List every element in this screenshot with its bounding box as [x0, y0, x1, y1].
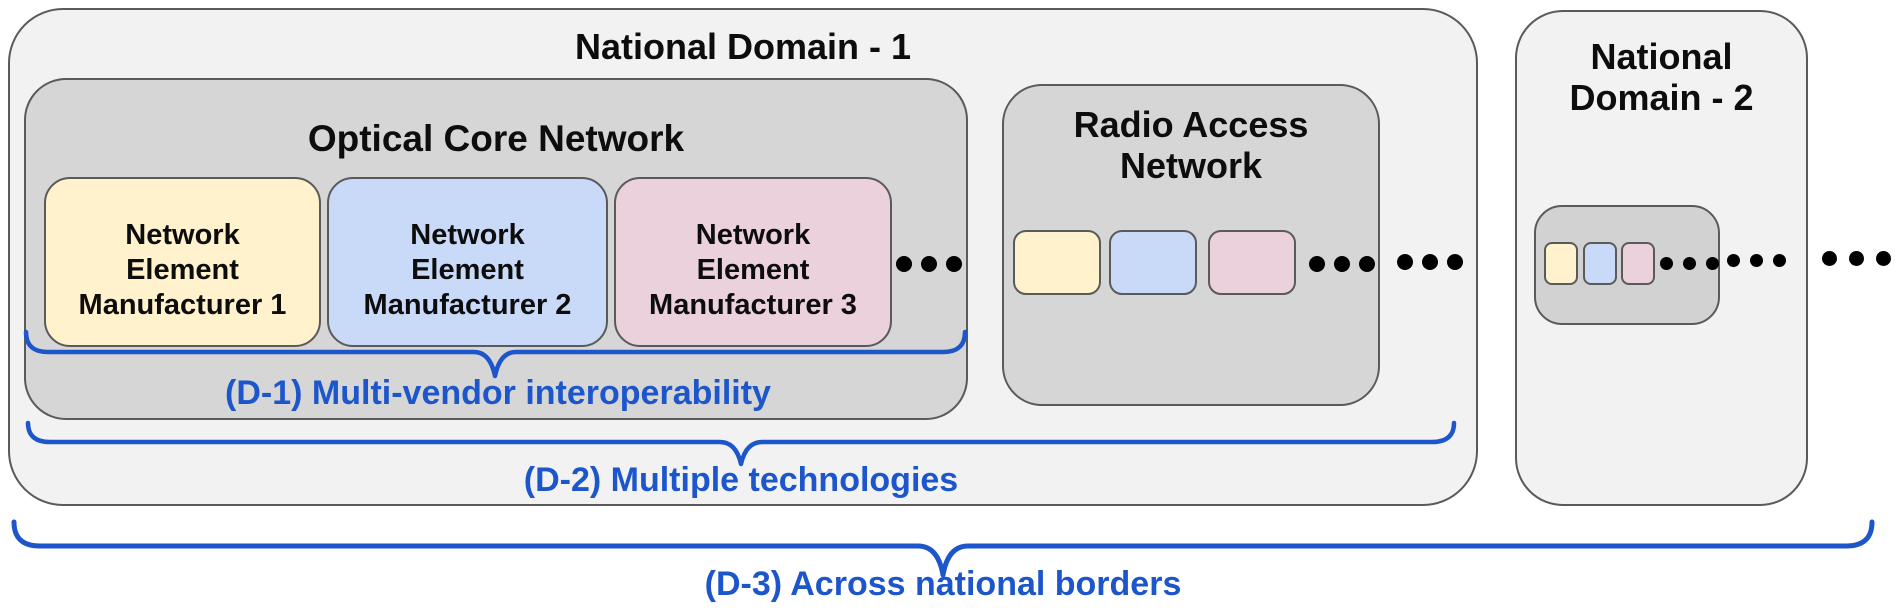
dot-icon: [1309, 256, 1325, 272]
manufacturer-2-line: Manufacturer 2: [363, 288, 572, 321]
annotation-d1-label: (D-1) Multi-vendor interoperability: [225, 374, 771, 412]
network-element-manufacturer-1-box: Network Element Manufacturer 1: [44, 177, 321, 347]
radio-access-network-title: Radio Access: [1073, 104, 1309, 145]
ellipsis-more-vendors-icon: [1309, 256, 1375, 272]
dot-icon: [1727, 254, 1740, 267]
dot-icon: [1359, 256, 1375, 272]
domain-2-network-box: [1534, 205, 1720, 325]
ellipsis-more-vendors-icon: [1660, 257, 1719, 270]
underbrace-d1: [23, 329, 968, 379]
ran-vendor-3-chip: [1208, 230, 1296, 295]
annotation-d2-label: (D-2) Multiple technologies: [523, 461, 959, 499]
manufacturer-1-line: Network: [125, 218, 240, 251]
dot-icon: [1849, 251, 1864, 266]
optical-core-network-box: Optical Core Network Network Element Man…: [23, 78, 968, 420]
manufacturer-3-line: Manufacturer 3: [649, 288, 857, 321]
dot-icon: [1750, 254, 1763, 267]
radio-access-network-box: Radio Access Network: [1002, 84, 1380, 406]
national-domain-1-title: National Domain - 1: [574, 26, 912, 67]
national-domain-2-box: National Domain - 2: [1515, 10, 1808, 506]
dot-icon: [896, 256, 912, 272]
manufacturer-1-line: Element: [126, 253, 239, 286]
domain-2-vendor-2-chip: [1583, 242, 1617, 285]
network-element-manufacturer-3-box: Network Element Manufacturer 3: [614, 177, 892, 347]
dot-icon: [1822, 251, 1837, 266]
manufacturer-2-line: Network: [410, 218, 525, 251]
dot-icon: [1447, 254, 1463, 270]
dot-icon: [1660, 257, 1673, 270]
dot-icon: [1876, 251, 1891, 266]
dot-icon: [1334, 256, 1350, 272]
manufacturer-1-line: Manufacturer 1: [78, 288, 287, 321]
dot-icon: [946, 256, 962, 272]
ellipsis-more-networks-icon: [1727, 254, 1786, 267]
dot-icon: [1773, 254, 1786, 267]
network-element-manufacturer-2-box: Network Element Manufacturer 2: [327, 177, 608, 347]
manufacturer-2-line: Element: [411, 253, 524, 286]
national-domain-1-box: National Domain - 1 Optical Core Network…: [8, 8, 1478, 506]
national-domain-2-title: National: [1590, 36, 1733, 77]
underbrace-d3: [11, 519, 1875, 578]
ran-vendor-1-chip: [1013, 230, 1101, 295]
radio-access-network-title: Network: [1119, 145, 1263, 187]
domain-2-vendor-1-chip: [1544, 242, 1578, 285]
ellipsis-more-domains-icon: [1822, 251, 1891, 266]
dot-icon: [1422, 254, 1438, 270]
dot-icon: [921, 256, 937, 272]
dot-icon: [1683, 257, 1696, 270]
national-domain-2-title: Domain - 2: [1569, 77, 1754, 119]
underbrace-d2: [25, 420, 1457, 467]
ellipsis-more-networks-icon: [1397, 254, 1463, 270]
ellipsis-more-manufacturers-icon: [896, 256, 962, 272]
annotation-d3-label: (D-3) Across national borders: [704, 565, 1182, 603]
dot-icon: [1706, 257, 1719, 270]
manufacturer-3-line: Network: [695, 218, 811, 251]
manufacturer-3-line: Element: [696, 253, 810, 286]
ran-vendor-2-chip: [1109, 230, 1197, 295]
domain-2-vendor-3-chip: [1621, 242, 1655, 285]
dot-icon: [1397, 254, 1413, 270]
optical-core-network-title: Optical Core Network: [307, 118, 685, 159]
